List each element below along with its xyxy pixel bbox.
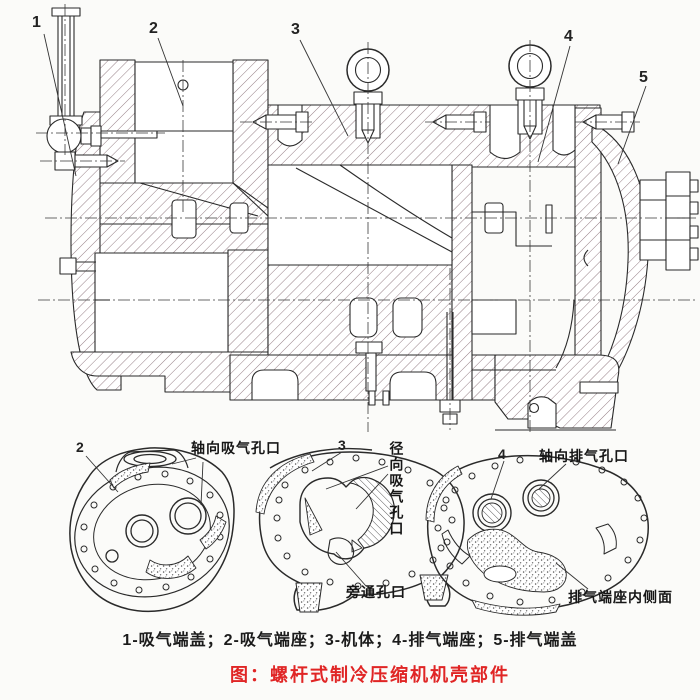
oil-gauge-assembly xyxy=(46,7,158,154)
parts-legend: 1-吸气端盖；2-吸气端座；3-机体；4-排气端座；5-排气端盖 xyxy=(122,632,578,649)
detail-views-art xyxy=(69,447,649,616)
casing-cavities xyxy=(59,61,619,431)
callout-leaders xyxy=(43,33,647,177)
figure-caption: 图：螺杆式制冷压缩机机壳部件 xyxy=(230,665,510,685)
radial-suction-port-label: 径向吸气孔口 xyxy=(388,441,405,537)
body-number: 3 xyxy=(338,437,346,453)
suction-seat-bolt-holes xyxy=(80,470,224,594)
discharge-seat-sketch xyxy=(425,454,649,616)
discharge-seat-inner-face-label: 排气端座内侧面 xyxy=(568,589,673,605)
callout-5: 5 xyxy=(639,69,648,86)
cross-section-view xyxy=(36,4,699,432)
callout-4: 4 xyxy=(564,28,573,45)
shaft-seal-housing xyxy=(639,171,699,271)
suction-seat-number: 2 xyxy=(76,439,84,455)
detail-leaders xyxy=(85,451,589,590)
callout-1: 1 xyxy=(32,14,41,31)
bypass-port-label: 旁通孔口 xyxy=(346,584,406,600)
axial-discharge-port-label: 轴向排气孔口 xyxy=(539,448,629,464)
discharge-seat-number: 4 xyxy=(498,446,506,462)
center-lines xyxy=(36,4,696,432)
discharge-seat-bolt-holes xyxy=(434,454,648,606)
axial-suction-port-label: 轴向吸气孔口 xyxy=(191,440,281,456)
suction-seat-sketch xyxy=(69,447,235,613)
callout-2: 2 xyxy=(149,20,158,37)
callout-3: 3 xyxy=(291,21,300,38)
